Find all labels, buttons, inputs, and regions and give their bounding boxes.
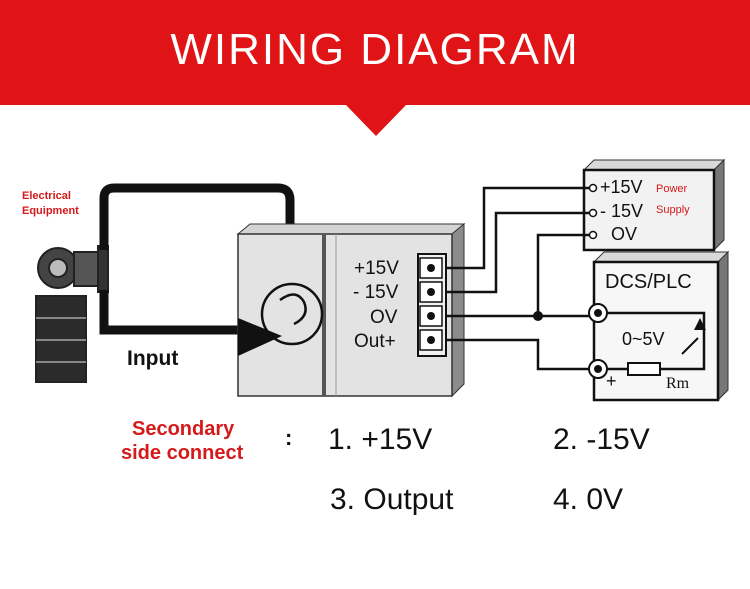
ps-line2: - 15V: [600, 201, 644, 221]
terminal-block: [417, 253, 447, 357]
ps-line3: OV: [611, 224, 638, 244]
ps-tag-power: Power: [656, 183, 688, 195]
ps-line1: +15V: [600, 177, 643, 197]
secondary-colon: :: [285, 425, 293, 450]
connection-3: 3. Output: [330, 483, 454, 516]
terminal-label-minus15: - 15V: [353, 282, 399, 303]
transmitter-module: [236, 222, 466, 398]
connection-4: 4. 0V: [553, 483, 624, 516]
banner-pointer: [345, 104, 407, 136]
signal-wires: [446, 186, 589, 371]
terminal-label-out: Out+: [354, 331, 396, 352]
input-loop-wire: [99, 183, 295, 250]
junction-dot: [533, 311, 543, 321]
connection-2: 2. -15V: [553, 423, 650, 456]
dcs-range: 0~5V: [622, 329, 665, 349]
equipment-label-line1: Electrical: [22, 190, 71, 202]
page-title: WIRING DIAGRAM: [170, 25, 580, 74]
resistor-label: Rm: [666, 375, 690, 392]
electrical-equipment-icon: [35, 245, 109, 383]
connection-1: 1. +15V: [328, 423, 433, 456]
terminal-label-plus15: +15V: [354, 258, 399, 279]
title-banner: [0, 0, 750, 105]
secondary-label-line2: side connect: [121, 442, 244, 464]
power-supply-box: [582, 158, 726, 252]
dcs-plus: +: [606, 371, 617, 391]
secondary-label-line1: Secondary: [132, 418, 235, 440]
equipment-label-line2: Equipment: [22, 205, 79, 217]
dcs-title: DCS/PLC: [605, 271, 692, 293]
input-lower-wire: [99, 290, 250, 335]
ps-tag-supply: Supply: [656, 204, 690, 216]
input-label: Input: [127, 347, 179, 370]
terminal-label-0v: OV: [370, 307, 398, 328]
